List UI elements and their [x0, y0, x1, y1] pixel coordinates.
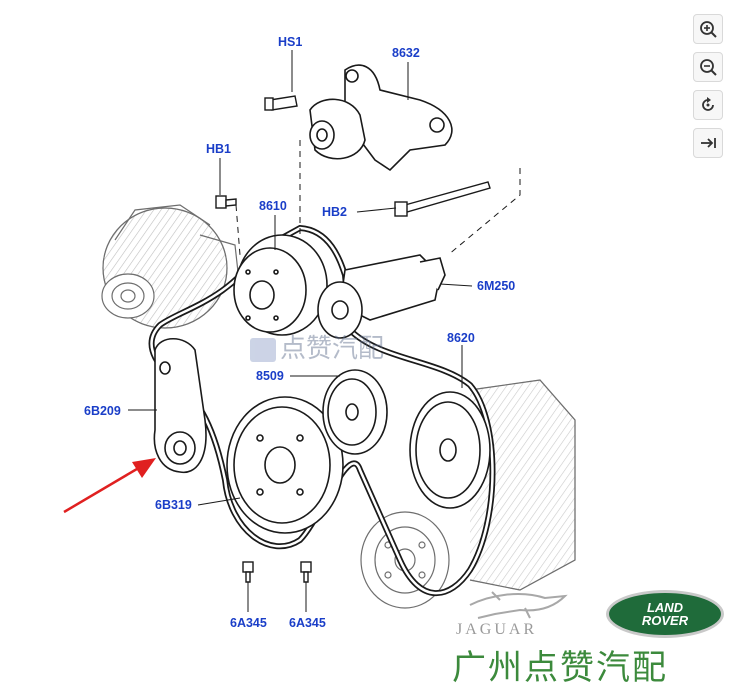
next-button[interactable]	[693, 128, 723, 158]
ac-compressor-drawing	[360, 379, 576, 609]
crankshaft-pulley	[226, 396, 344, 534]
callout-8620: 8620	[447, 331, 475, 345]
rotate-button[interactable]	[693, 90, 723, 120]
drive-belt	[148, 224, 496, 597]
zoom-in-icon	[700, 21, 717, 38]
land-rover-line2: ROVER	[641, 613, 689, 628]
leader-lines	[128, 50, 473, 612]
callout-6b209: 6B209	[84, 404, 121, 418]
land-rover-logo: LAND ROVER	[606, 590, 724, 638]
jaguar-wordmark: JAGUAR	[456, 621, 538, 638]
compressor-pulley	[409, 391, 491, 509]
thumbs-up-icon	[250, 337, 276, 362]
callout-8610: 8610	[259, 199, 287, 213]
idler-assembly	[317, 254, 446, 339]
land-rover-line1: LAND	[646, 600, 684, 615]
callout-hb1: HB1	[206, 142, 232, 156]
pump-bracket	[309, 64, 453, 172]
red-pointer-arrow	[63, 458, 156, 514]
zoom-in-button[interactable]	[693, 14, 723, 44]
callout-hs1: HS1	[278, 35, 303, 49]
zoom-out-icon	[700, 59, 717, 76]
alternator-drawing	[101, 204, 241, 329]
bolt-hardware	[215, 95, 491, 583]
callout-6a345-left: 6A345	[230, 616, 267, 630]
bottom-watermark: 广州点赞汽配	[452, 648, 668, 688]
center-watermark: 点赞汽配	[250, 328, 384, 365]
jaguar-leaper-logo	[469, 591, 568, 619]
idler-pulley	[322, 369, 388, 455]
belt-tensioner	[153, 337, 207, 474]
water-pump-pulley	[233, 234, 328, 336]
callout-6m250: 6M250	[477, 279, 516, 293]
callout-6a345-right: 6A345	[289, 616, 326, 630]
callout-8632: 8632	[392, 46, 420, 60]
rotate-icon	[702, 97, 714, 111]
center-watermark-text: 点赞汽配	[280, 334, 385, 364]
callout-8509: 8509	[256, 369, 284, 383]
alignment-lines	[235, 140, 521, 256]
arrow-right-bar-icon	[701, 138, 716, 148]
zoom-out-button[interactable]	[693, 52, 723, 82]
callout-6b319: 6B319	[155, 498, 192, 512]
callout-hb2: HB2	[322, 205, 348, 219]
